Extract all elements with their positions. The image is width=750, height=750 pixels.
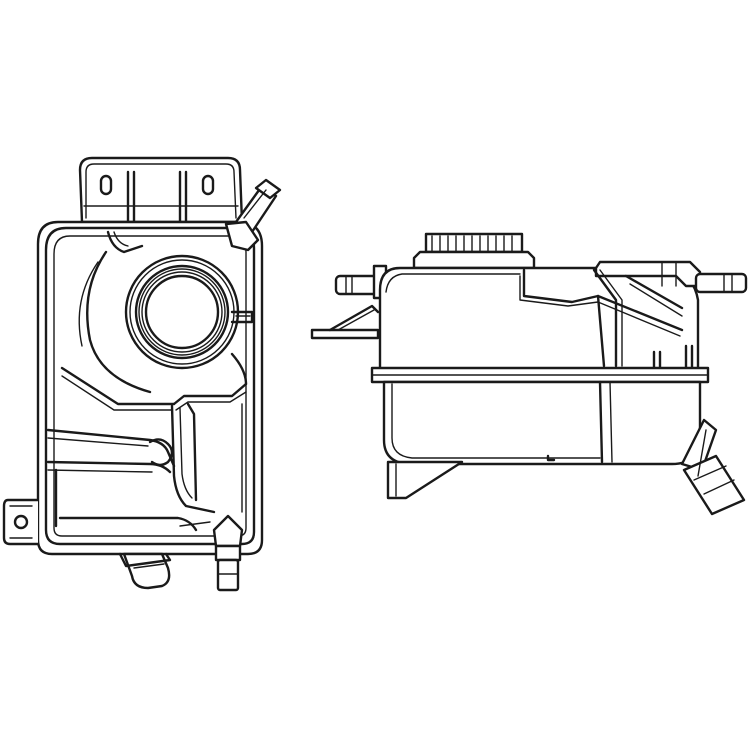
side-mounting-ear — [2, 498, 38, 546]
breather-nozzle — [224, 178, 282, 252]
side-inlet-pipe — [334, 264, 388, 300]
bottom-outlet-pipe — [118, 552, 172, 590]
side-lower-body — [382, 380, 702, 466]
filler-neck — [124, 254, 254, 370]
side-bottom-outlet — [680, 418, 746, 516]
bottom-spigot — [212, 514, 244, 592]
side-bracket-arm — [310, 304, 380, 340]
front-view — [2, 156, 282, 592]
side-view — [310, 232, 748, 516]
filler-cap — [412, 232, 536, 270]
side-bottom-stand — [386, 460, 464, 500]
side-upper-body — [378, 266, 700, 372]
side-top-outlet — [694, 272, 748, 294]
